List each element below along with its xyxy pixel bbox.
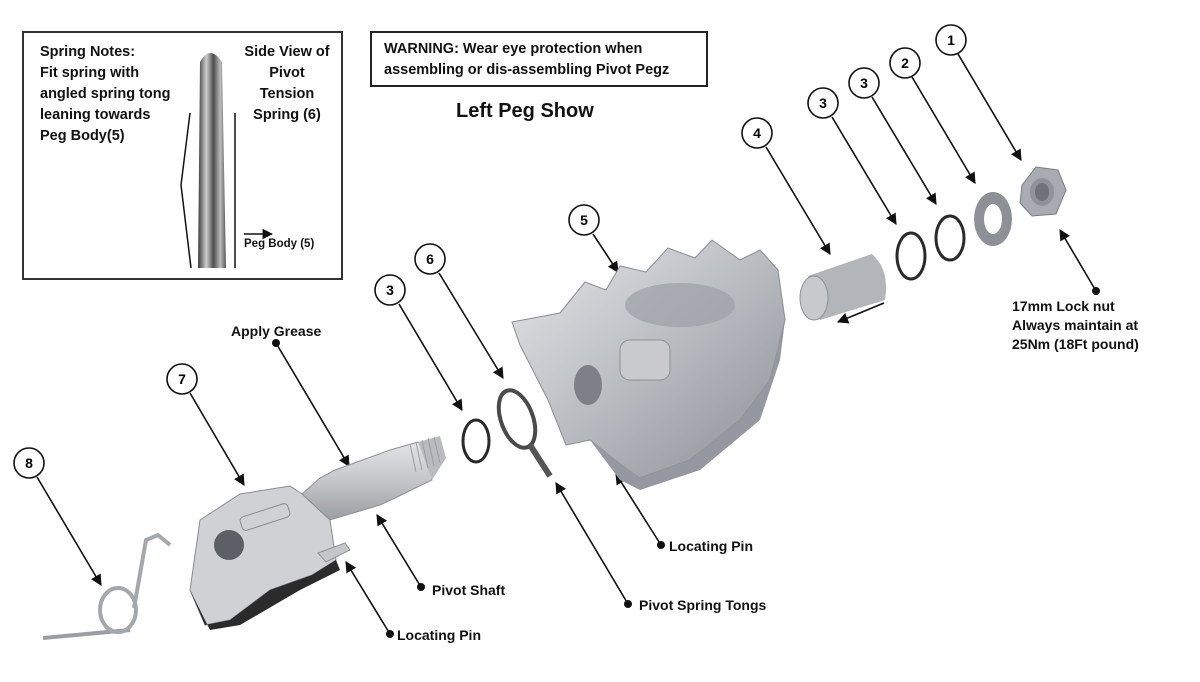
leader-pivot-spring-tongs bbox=[555, 482, 632, 608]
callout-4: 4 bbox=[741, 117, 831, 255]
svg-text:3: 3 bbox=[860, 75, 868, 91]
svg-text:8: 8 bbox=[25, 455, 33, 471]
pivot-bracket-part bbox=[189, 436, 446, 630]
svg-text:6: 6 bbox=[426, 251, 434, 267]
locating-pin-bracket-label: Locating Pin bbox=[397, 627, 481, 643]
o-ring-inner-part bbox=[461, 418, 491, 464]
peg-body-direction-label: Peg Body (5) bbox=[244, 238, 315, 250]
pivot-tension-spring-part bbox=[496, 388, 553, 478]
peg-body-part bbox=[511, 239, 786, 490]
svg-text:4: 4 bbox=[753, 125, 761, 141]
callout-3-outer: 3 bbox=[848, 67, 937, 205]
callout-5: 5 bbox=[568, 204, 619, 273]
warning-box bbox=[370, 31, 708, 87]
svg-text:2: 2 bbox=[901, 55, 909, 71]
callout-2: 2 bbox=[889, 47, 976, 184]
leader-locating-pin-body bbox=[615, 473, 665, 549]
callout-3-inner: 3 bbox=[374, 274, 463, 411]
o-ring-middle-part bbox=[895, 231, 927, 281]
spring-notes-text: Spring Notes: Fit spring with angled spr… bbox=[40, 44, 171, 144]
washer-part bbox=[974, 192, 1012, 246]
side-view-spring-image bbox=[180, 53, 274, 269]
callout-7: 7 bbox=[166, 363, 245, 486]
apply-grease-label: Apply Grease bbox=[231, 323, 322, 339]
pivot-spring-tongs-label: Pivot Spring Tongs bbox=[639, 597, 767, 613]
spring-notes-box bbox=[22, 31, 343, 280]
svg-text:7: 7 bbox=[178, 371, 186, 387]
diagram-title: Left Peg Show bbox=[456, 100, 594, 122]
bushing-direction-arrow-icon bbox=[836, 302, 885, 324]
o-ring-outer-part bbox=[934, 214, 966, 262]
locating-pin-body-label: Locating Pin bbox=[669, 538, 753, 554]
svg-text:5: 5 bbox=[580, 212, 588, 228]
svg-text:3: 3 bbox=[819, 95, 827, 111]
callout-1: 1 bbox=[935, 24, 1022, 161]
leader-apply-grease bbox=[272, 339, 350, 467]
leader-lock-nut bbox=[1059, 229, 1100, 295]
leader-locating-pin-bracket bbox=[345, 561, 394, 638]
pivot-shaft-label: Pivot Shaft bbox=[432, 582, 506, 598]
warning-text: WARNING: Wear eye protection when assemb… bbox=[384, 41, 670, 78]
svg-text:1: 1 bbox=[947, 32, 955, 48]
svg-text:3: 3 bbox=[386, 282, 394, 298]
callout-6: 6 bbox=[414, 243, 504, 379]
callout-8: 8 bbox=[13, 447, 102, 586]
bushing-part bbox=[799, 254, 887, 324]
lock-nut-torque-label: 17mm Lock nut Always maintain at 25Nm (1… bbox=[1012, 298, 1139, 352]
lock-nut-part bbox=[1019, 166, 1067, 217]
side-view-caption: Side View of Pivot Tension Spring (6) bbox=[244, 44, 330, 123]
callout-3-middle: 3 bbox=[807, 87, 897, 225]
return-spring-part bbox=[42, 532, 172, 640]
leader-pivot-shaft bbox=[376, 514, 425, 591]
